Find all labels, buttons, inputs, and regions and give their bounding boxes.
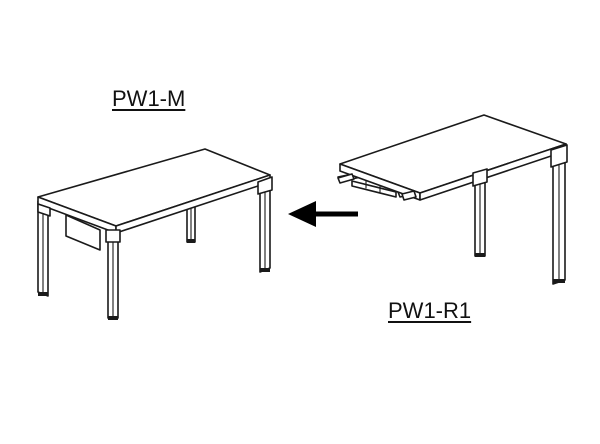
main-desk-corner-bracket-left: [37, 203, 51, 217]
extension-desk-leg-rear: [474, 177, 486, 257]
main-desk-leg-rear-right: [186, 205, 196, 243]
main-desk-label: PW1-M: [112, 86, 186, 111]
main-desk-leg-front-left: [37, 200, 49, 297]
extension-desk-leg-front: [552, 155, 566, 285]
main-desk-corner-bracket-right: [257, 176, 273, 195]
extension-desk-mount-cleat-upper: [337, 173, 355, 184]
main-desk-corner-bracket-near: [105, 229, 121, 243]
arrow-left-icon: [288, 201, 358, 227]
extension-desk-label: PW1-R1: [388, 298, 472, 323]
main-desk-back-panel: [65, 214, 101, 251]
main-desk-leg-front-near: [107, 235, 119, 320]
main-desk: [37, 148, 273, 320]
extension-desk: [337, 114, 568, 285]
extension-desk-mount-cleat-lower: [401, 190, 417, 201]
main-desk-leg-right: [259, 181, 271, 273]
extension-desk-corner-bracket: [550, 144, 568, 168]
extension-desk-rear-bracket: [472, 168, 488, 187]
